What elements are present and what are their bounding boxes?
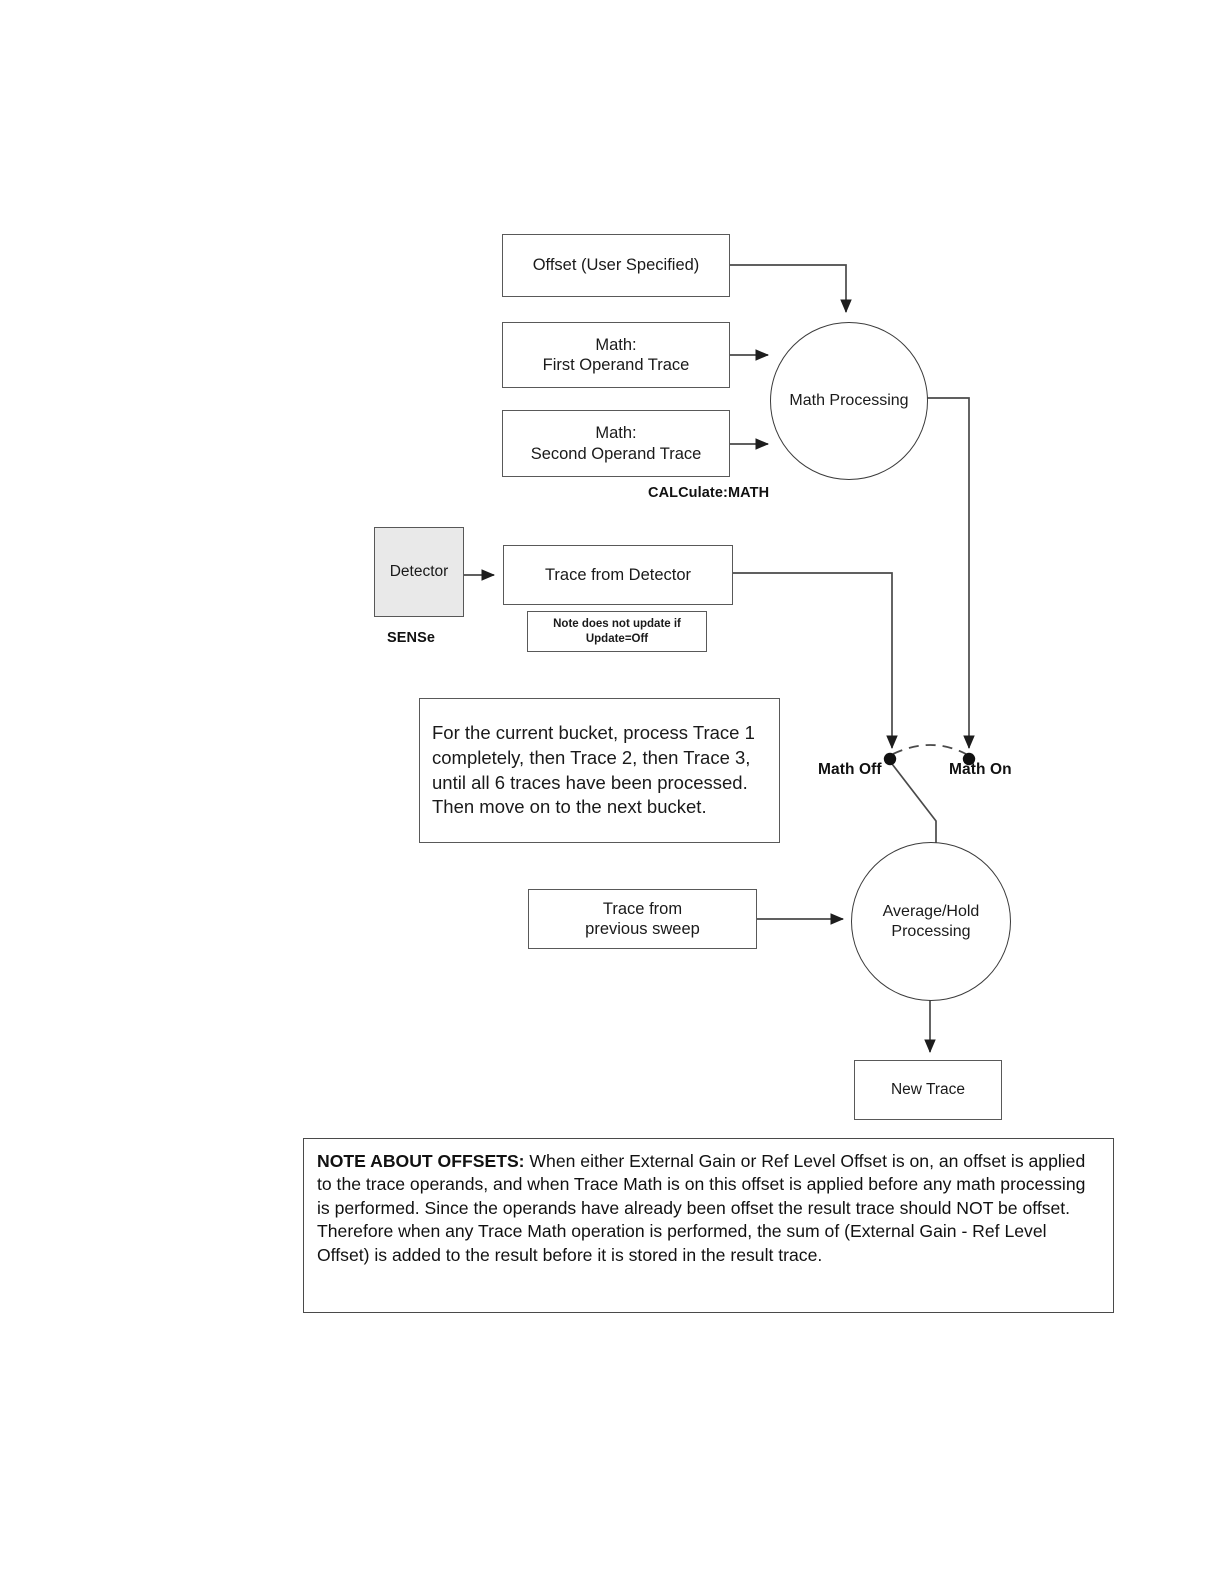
caption-calculate-math: CALCulate:MATH: [648, 485, 770, 501]
node-detector-label: Detector: [389, 562, 449, 580]
node-math-processing: Math Processing: [770, 322, 928, 480]
node-trace-from-detector: Trace from Detector: [503, 545, 733, 605]
node-new-trace-label: New Trace: [890, 1080, 966, 1098]
node-bucket-processing-note: For the current bucket, process Trace 1 …: [419, 698, 780, 843]
node-offset-user-specified: Offset (User Specified): [502, 234, 730, 297]
node-first-operand-label: Math: First Operand Trace: [542, 335, 690, 374]
node-bucket-processing-label: For the current bucket, process Trace 1 …: [432, 722, 755, 818]
note-about-offsets: NOTE ABOUT OFFSETS: When either External…: [303, 1138, 1114, 1313]
node-trace-from-previous-sweep: Trace from previous sweep: [528, 889, 757, 949]
node-second-operand-trace: Math: Second Operand Trace: [502, 410, 730, 477]
node-update-off-note-label: Note does not update if Update=Off: [553, 618, 681, 645]
node-math-processing-label: Math Processing: [789, 392, 909, 409]
node-average-hold-label: Average/Hold Processing: [882, 902, 980, 940]
connector-offset-to-math: [730, 264, 852, 314]
node-average-hold-processing: Average/Hold Processing: [851, 842, 1011, 1001]
connector-switch-arc: [892, 744, 967, 755]
node-second-operand-label: Math: Second Operand Trace: [530, 424, 702, 463]
node-update-off-note: Note does not update if Update=Off: [527, 611, 707, 652]
node-first-operand-trace: Math: First Operand Trace: [502, 322, 730, 388]
note-heading: NOTE ABOUT OFFSETS:: [317, 1151, 525, 1171]
caption-math-on: Math On: [949, 761, 1012, 778]
node-trace-previous-sweep-label: Trace from previous sweep: [585, 899, 700, 938]
note-body: When either External Gain or Ref Level O…: [317, 1151, 1086, 1265]
connector-math-to-mathon: [926, 397, 975, 750]
node-offset-label: Offset (User Specified): [532, 256, 700, 275]
node-trace-from-detector-label: Trace from Detector: [544, 565, 692, 584]
node-detector: Detector: [374, 527, 464, 617]
math-off-contact-dot: [883, 752, 897, 766]
caption-sense: SENSe: [387, 630, 436, 646]
caption-math-off: Math Off: [818, 761, 882, 778]
node-new-trace: New Trace: [854, 1060, 1002, 1120]
connector-switch-blade: [888, 759, 937, 845]
